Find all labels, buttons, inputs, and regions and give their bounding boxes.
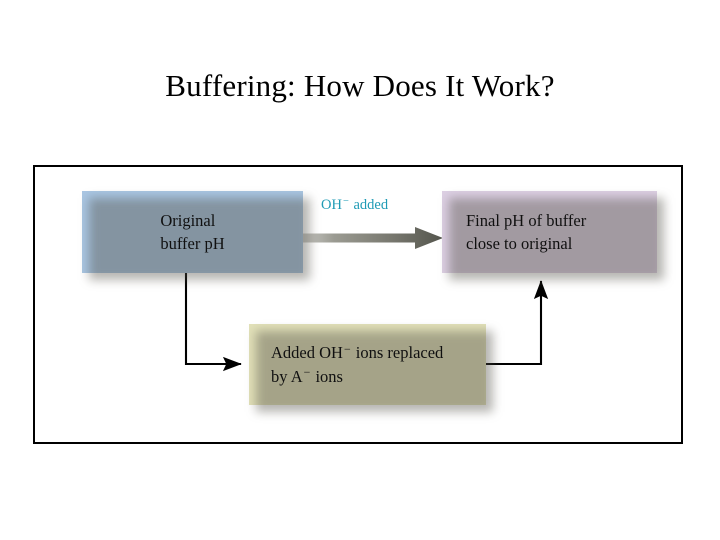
ions-replaced-line1-after: ions replaced — [351, 343, 444, 363]
connector-lines — [184, 273, 549, 372]
arrow-label-oh-added: OH− added — [321, 196, 389, 214]
gray-process-arrow — [303, 227, 443, 249]
ions-replaced-line1-superscript: − — [343, 341, 351, 356]
arrow-label-text-before: OH — [321, 197, 342, 213]
flow-box-original-buffer-text: Original buffer pH — [160, 209, 224, 256]
figure-canvas: OH− added Original buffer pH Final pH of… — [35, 167, 681, 442]
box-shadow — [256, 331, 493, 412]
ions-replaced-line2-superscript: − — [303, 365, 311, 380]
flow-box-ions-replaced-line2: by A− ions — [271, 365, 486, 388]
figure-frame: OH− added Original buffer pH Final pH of… — [33, 165, 683, 444]
box-shadow — [89, 198, 310, 280]
flow-box-final-ph-line1: Final pH of buffer — [466, 210, 587, 230]
page-title: Buffering: How Does It Work? — [165, 67, 555, 103]
flow-box-original-buffer[interactable]: Original buffer pH — [82, 191, 310, 280]
ions-replaced-line1-before: Added OH — [271, 343, 343, 363]
flow-box-original-buffer-line2: buffer pH — [160, 234, 225, 253]
arrow-label-text-after: added — [349, 197, 389, 213]
ions-replaced-line2-after: ions — [311, 366, 343, 386]
ions-replaced-line2-before: by A — [271, 366, 303, 386]
flow-box-ions-replaced-line1: Added OH− ions replaced — [271, 341, 486, 364]
arrow-label-superscript: − — [342, 196, 349, 208]
connector-original-to-replaced — [184, 273, 242, 372]
connector-replaced-to-final — [486, 280, 549, 366]
flow-box-ions-replaced[interactable]: Added OH− ions replaced by A− ions — [249, 324, 493, 412]
flow-box-final-ph[interactable]: Final pH of buffer close to original — [442, 191, 664, 280]
flow-box-original-buffer-line1: Original — [160, 210, 216, 230]
flow-box-final-ph-line2: close to original — [466, 234, 573, 253]
box-shadow — [449, 198, 664, 280]
